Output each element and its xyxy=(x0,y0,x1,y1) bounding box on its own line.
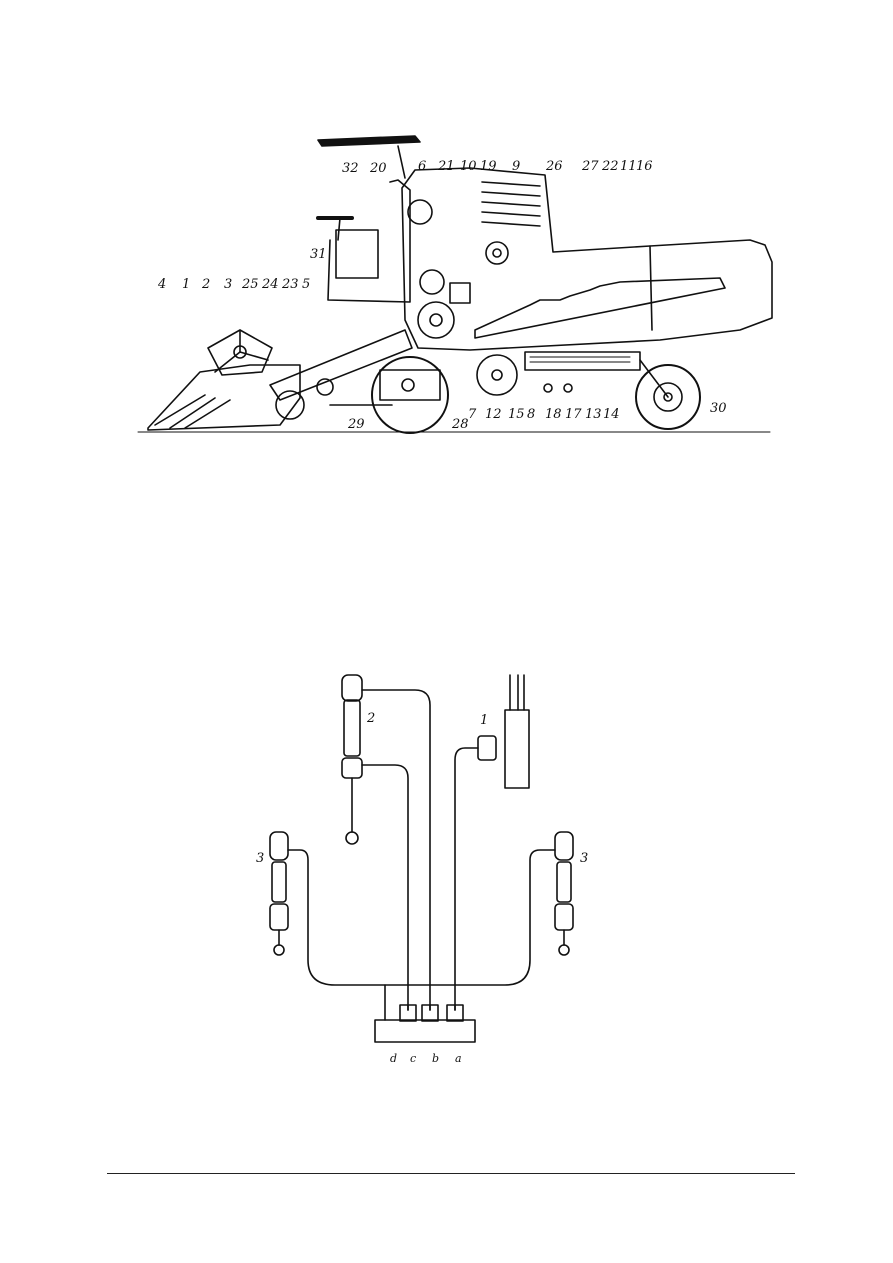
callout: 13 xyxy=(585,407,602,422)
callout: 31 xyxy=(310,247,327,262)
port-label-c: c xyxy=(410,1052,416,1065)
callout: 26 xyxy=(545,159,563,174)
callout: 18 xyxy=(545,407,562,422)
callout: 20 xyxy=(369,161,387,176)
combine-callouts: 4 1 2 3 25 24 23 5 31 32 20 6 21 10 19 9… xyxy=(157,159,727,432)
callout: 15 xyxy=(508,407,525,422)
combine-line-art xyxy=(137,135,773,434)
callout: 16 xyxy=(636,159,653,174)
callout: 28 xyxy=(451,417,469,432)
callout-cylinder-3-left: 3 xyxy=(256,851,264,866)
hydraulic-circuit-diagram: 2 1 3 3 d c b a xyxy=(256,674,588,1065)
callout-cylinder-3-right: 3 xyxy=(580,851,588,866)
callout: 21 xyxy=(437,159,455,174)
callout: 3 xyxy=(224,277,232,292)
callout: 32 xyxy=(342,161,359,176)
callout: 30 xyxy=(710,401,727,416)
callout: 4 xyxy=(157,277,166,292)
footer-rule xyxy=(107,1173,795,1174)
callout: 22 xyxy=(601,159,619,174)
callout: 5 xyxy=(302,277,310,292)
callout: 17 xyxy=(565,407,582,422)
callout: 7 xyxy=(468,407,477,422)
callout: 1 xyxy=(182,277,190,292)
callout: 19 xyxy=(480,159,497,174)
port-label-b: b xyxy=(432,1052,439,1065)
callout: 2 xyxy=(201,277,210,292)
callout-unit-1: 1 xyxy=(480,713,488,728)
port-label-d: d xyxy=(390,1052,397,1065)
callout: 8 xyxy=(527,407,535,422)
callout: 25 xyxy=(241,277,259,292)
callout: 24 xyxy=(261,277,279,292)
hydraulic-line-art xyxy=(269,674,574,1043)
callout: 6 xyxy=(418,159,426,174)
callout-cylinder-2: 2 xyxy=(366,711,375,726)
combine-harvester-diagram: 4 1 2 3 25 24 23 5 31 32 20 6 21 10 19 9… xyxy=(137,135,773,434)
callout: 14 xyxy=(603,407,620,422)
callout: 27 xyxy=(581,159,599,174)
callout: 23 xyxy=(281,277,299,292)
callout: 11 xyxy=(620,159,637,174)
callout: 10 xyxy=(460,159,477,174)
callout: 29 xyxy=(347,417,365,432)
port-label-a: a xyxy=(455,1052,462,1065)
callout: 9 xyxy=(512,159,520,174)
hydraulic-callouts: 2 1 3 3 d c b a xyxy=(256,711,588,1065)
callout: 12 xyxy=(485,407,502,422)
